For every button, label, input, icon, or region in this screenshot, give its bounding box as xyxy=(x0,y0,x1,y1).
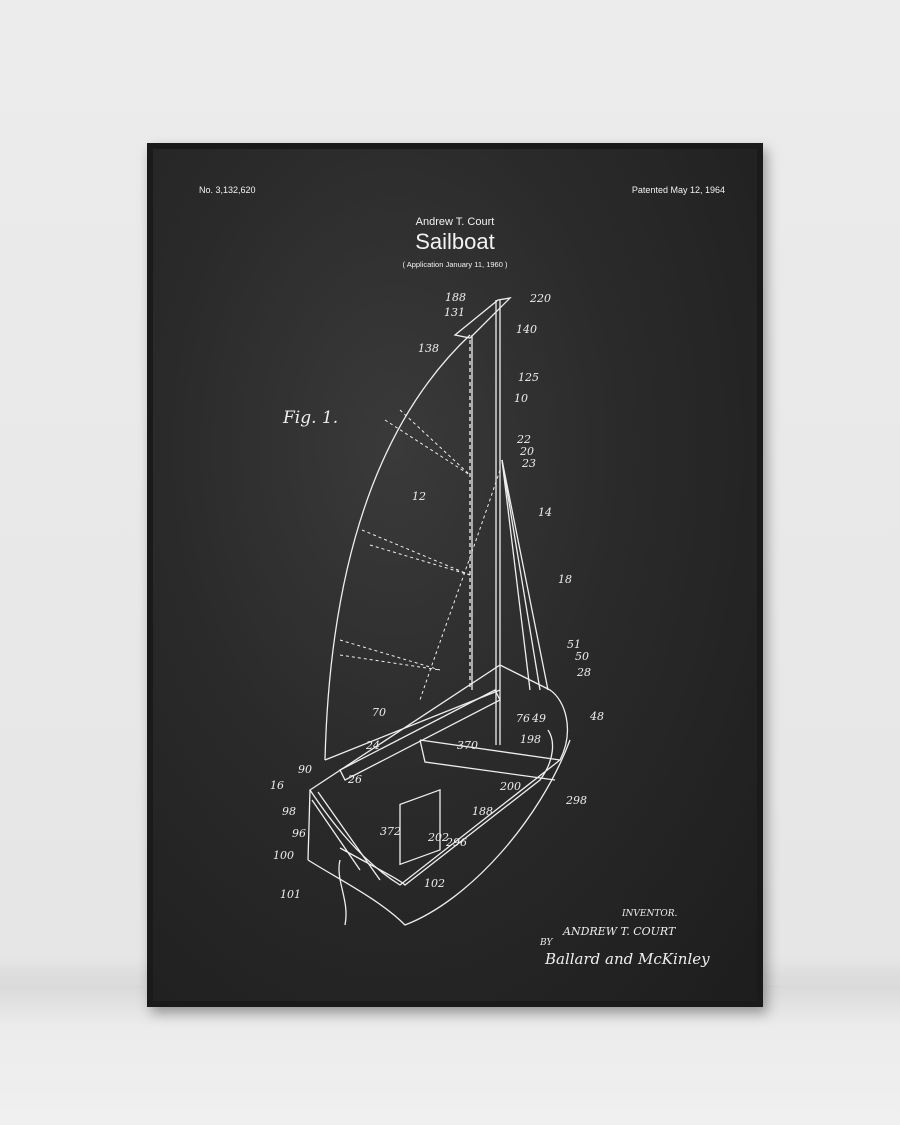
by-label: BY xyxy=(539,938,553,948)
reference-numeral: 200 xyxy=(499,780,521,793)
reference-numeral: 96 xyxy=(292,827,306,840)
floor xyxy=(0,985,900,1125)
reference-numeral: 138 xyxy=(418,342,439,355)
patent-date: Patented May 12, 1964 xyxy=(631,185,725,195)
reference-numeral: 188 xyxy=(472,805,493,818)
reference-numeral: 125 xyxy=(518,371,539,384)
reference-numeral: 51 xyxy=(567,638,581,651)
inventor-heading: INVENTOR. xyxy=(621,909,678,919)
reference-numeral: 18 xyxy=(558,573,572,586)
reference-numeral: 24 xyxy=(365,739,380,752)
reference-numeral: 48 xyxy=(589,710,604,723)
attorney-signature: Ballard and McKinley xyxy=(544,950,710,968)
reference-numeral: 20 xyxy=(519,445,534,458)
patent-number: No. 3,132,620 xyxy=(199,185,256,195)
reference-numeral: 131 xyxy=(444,306,465,319)
reference-numeral: 22 xyxy=(516,433,531,446)
reference-numeral: 102 xyxy=(424,877,445,890)
reference-numeral: 70 xyxy=(372,706,386,719)
reference-numeral: 76 xyxy=(516,712,530,725)
figure-label: Fig. 1. xyxy=(282,408,338,428)
reference-numeral: 49 xyxy=(531,712,546,725)
poster-frame: No. 3,132,620 Patented May 12, 1964 Andr… xyxy=(147,143,763,1007)
reference-numeral: 100 xyxy=(273,849,294,862)
reference-numeral: 101 xyxy=(280,888,301,901)
patent-poster: No. 3,132,620 Patented May 12, 1964 Andr… xyxy=(153,149,757,1001)
reference-numeral: 198 xyxy=(520,733,541,746)
reference-numeral: 50 xyxy=(575,650,589,663)
reference-numeral: 202 xyxy=(427,831,449,844)
poster-title: Sailboat xyxy=(415,229,495,254)
reference-numeral: 16 xyxy=(270,779,284,792)
inventor-name: Andrew T. Court xyxy=(415,216,495,228)
reference-numeral: 220 xyxy=(529,292,551,305)
reference-numeral: 98 xyxy=(282,805,296,818)
reference-numeral: 12 xyxy=(412,490,426,503)
reference-numeral: 14 xyxy=(538,506,552,519)
reference-numeral: 10 xyxy=(514,392,528,405)
reference-numeral: 370 xyxy=(457,739,478,752)
inventor-signature-name: ANDREW T. COURT xyxy=(562,925,677,938)
reference-numeral: 90 xyxy=(298,763,312,776)
reference-numeral: 28 xyxy=(576,666,591,679)
sailboat-illustration xyxy=(307,297,571,926)
reference-numeral: 26 xyxy=(347,773,362,786)
application-date: ( Application January 11, 1960 ) xyxy=(402,260,508,269)
reference-numeral: 372 xyxy=(380,825,401,838)
reference-numeral: 298 xyxy=(565,794,587,807)
reference-numeral: 188 xyxy=(445,291,466,304)
reference-numeral: 140 xyxy=(516,323,537,336)
reference-numeral: 23 xyxy=(521,457,536,470)
reference-numeral: 296 xyxy=(445,836,467,849)
